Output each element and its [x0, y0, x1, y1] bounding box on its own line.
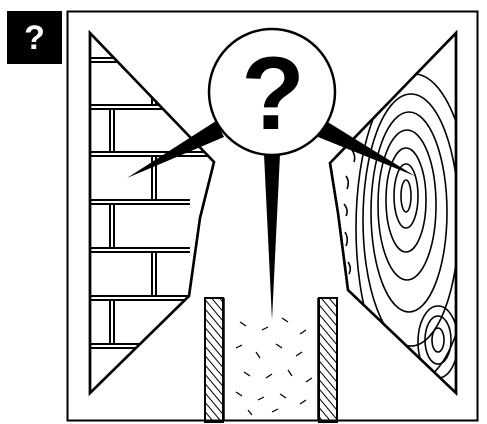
outer-frame — [66, 10, 479, 422]
wood-panel — [328, 29, 458, 396]
brick-panel — [88, 29, 216, 396]
spike-left — [127, 121, 224, 178]
center-circle — [207, 27, 337, 157]
spike-down — [264, 154, 280, 320]
question-mark: ? — [241, 36, 305, 152]
question-badge: ? — [7, 11, 62, 64]
insulation-panel — [204, 297, 338, 423]
spike-right — [318, 121, 415, 176]
